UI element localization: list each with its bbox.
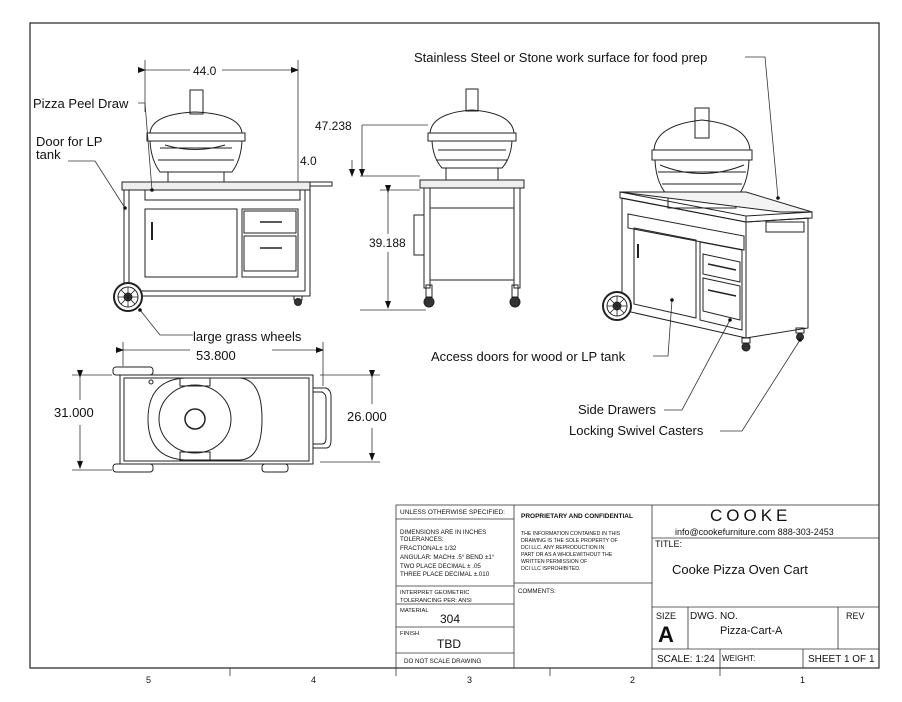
tb-contact: info@cookefurniture.com 888-303-2453: [675, 527, 834, 537]
tb-two-place: TWO PLACE DECIMAL ± .05: [400, 563, 481, 570]
dim-side-offset: 4.0: [300, 154, 317, 168]
dim-top-depth-right: 26.000: [347, 409, 387, 424]
top-view: [112, 366, 332, 473]
front-dimensions: [138, 60, 299, 182]
zone-4: 4: [311, 675, 316, 685]
zone-ticks: [229, 668, 721, 676]
callout-side-drawers: Side Drawers: [578, 402, 657, 417]
callout-casters: Locking Swivel Casters: [569, 423, 704, 438]
callout-work-surface: Stainless Steel or Stone work surface fo…: [414, 50, 707, 65]
callout-door-lp-1: Door for LP: [36, 134, 102, 149]
zone-1: 1: [800, 675, 805, 685]
zone-5: 5: [146, 675, 151, 685]
tb-material-label: MATERIAL: [400, 608, 429, 614]
tb-size-value: A: [658, 622, 674, 647]
tb-dwg-label: DWG. NO.: [690, 611, 738, 622]
callout-peel-draw: Pizza Peel Draw: [33, 96, 129, 111]
tb-title-label: TITLE:: [655, 539, 682, 549]
tb-prop-5: WRITTEN PERMISSION OF: [521, 559, 587, 565]
tb-prop-3: DCI LLC. ANY REPRODUCTION IN: [521, 545, 604, 551]
tb-scale: SCALE: 1:24: [657, 654, 715, 665]
tb-sheet: SHEET 1 OF 1: [808, 654, 875, 665]
tb-interpret-2: TOLERANCING PER: ANSI: [400, 598, 472, 604]
side-view: [413, 88, 525, 308]
dim-top-length: 53.800: [196, 348, 236, 363]
tb-angular: ANGULAR: MACH± .5° BEND ±1°: [400, 554, 495, 561]
tb-material-value: 304: [440, 612, 460, 626]
tb-interpret-1: INTERPRET GEOMETRIC: [400, 590, 469, 596]
front-view: [113, 89, 333, 312]
dim-side-height: 39.188: [369, 236, 406, 250]
tb-tolerances: TOLERANCES:: [400, 536, 444, 543]
leader-lines: [68, 56, 802, 432]
tb-weight: WEIGHT:: [722, 654, 755, 663]
tb-dwg-value: Pizza-Cart-A: [720, 625, 783, 637]
tb-title-value: Cooke Pizza Oven Cart: [672, 562, 808, 577]
callout-grass-wheels: large grass wheels: [193, 329, 302, 344]
tb-prop-6: DCI LLC ISPROHIBITED.: [521, 566, 580, 572]
side-dimensions: [349, 124, 428, 311]
zone-3: 3: [467, 675, 472, 685]
tb-finish-value: TBD: [437, 637, 461, 651]
title-block-frame: [395, 504, 880, 669]
tb-dims-inches: DIMENSIONS ARE IN INCHES: [400, 529, 486, 536]
isometric-view: [602, 107, 813, 352]
top-dimensions: [72, 342, 380, 471]
callout-access-doors: Access doors for wood or LP tank: [431, 349, 626, 364]
tb-prop-4: PART OR AS A WHOLEWITHOUT THE: [521, 552, 613, 558]
tb-rev-label: REV: [846, 611, 865, 621]
dim-side-height-total: 47.238: [315, 119, 352, 133]
tb-prop-1: THE INFORMATION CONTAINED IN THIS: [521, 531, 621, 537]
tb-size-label: SIZE: [656, 611, 676, 621]
dim-top-depth-left: 31.000: [54, 405, 94, 420]
tb-unless: UNLESS OTHERWISE SPECIFIED:: [400, 509, 505, 516]
zone-2: 2: [630, 675, 635, 685]
tb-no-scale: DO NOT SCALE DRAWING: [404, 658, 482, 665]
tb-three-place: THREE PLACE DECIMAL ±.010: [400, 571, 490, 578]
tb-prop-2: DRAWING IS THE SOLE PROPERTY OF: [521, 538, 618, 544]
callout-door-lp-2: tank: [36, 147, 61, 162]
dim-front-width: 44.0: [193, 64, 217, 78]
tb-proprietary: PROPRIETARY AND CONFIDENTIAL: [521, 513, 633, 520]
tb-comments: COMMENTS:: [518, 588, 556, 595]
tb-logo: COOKE: [710, 506, 791, 525]
tb-fractional: FRACTIONAL± 1/32: [400, 545, 457, 552]
tb-finish-label: FINISH: [400, 631, 419, 637]
